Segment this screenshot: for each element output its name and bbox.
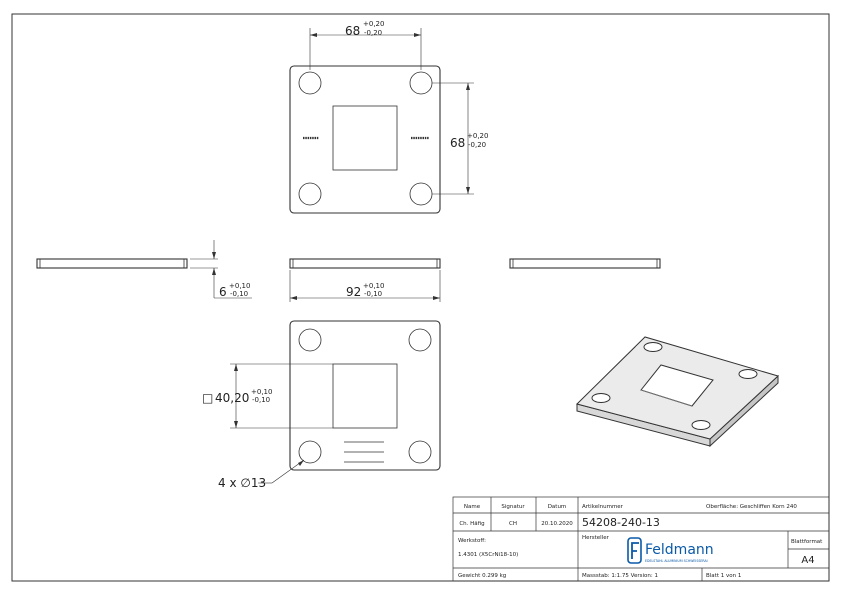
hole xyxy=(298,328,322,352)
drawn-date: 20.10.2020 xyxy=(541,521,573,527)
dim-width-tol-plus: +0,20 xyxy=(363,20,384,28)
hole xyxy=(408,440,432,464)
plate-side-left xyxy=(36,258,188,269)
drawn-by-name: Ch. Häfig xyxy=(459,521,484,527)
side-views: 6 +0,10 -0,10 92 +0,10 -0,10 xyxy=(36,240,661,302)
sheet-border xyxy=(11,13,830,582)
title-block-frame xyxy=(452,496,830,582)
dim-length-tol-minus: -0,10 xyxy=(364,290,382,298)
hole xyxy=(298,182,322,206)
sheet-number: Blatt 1 von 1 xyxy=(706,573,741,579)
article-number: 54208-240-13 xyxy=(582,516,660,529)
plate-outline-top xyxy=(289,65,441,214)
title-block: Name Signatur Datum Ch. Häfig CH 20.10.2… xyxy=(452,496,830,582)
material-label: Werkstoff: xyxy=(458,538,486,544)
square-cutout xyxy=(332,105,398,171)
arrow-head xyxy=(310,33,317,37)
plate-side-right xyxy=(509,258,661,269)
dim-thickness-tol-minus: -0,10 xyxy=(230,290,248,298)
dim-thickness-tol-plus: +0,10 xyxy=(229,282,250,290)
dim-height-value: 68 xyxy=(450,136,465,150)
iso-hole xyxy=(643,342,663,352)
iso-cutout-edge xyxy=(640,389,693,407)
square-cutout xyxy=(332,363,398,429)
iso-hole xyxy=(738,369,758,379)
arrow-head xyxy=(433,296,440,300)
arrow-head xyxy=(290,296,297,300)
logo-f-icon xyxy=(631,542,639,559)
arrow-head xyxy=(414,33,421,37)
surface-finish: Oberfläche: Geschliffen Korn 240 xyxy=(706,504,797,510)
arrow-head xyxy=(212,252,216,259)
article-number-label: Artikelnummer xyxy=(582,504,624,510)
iso-hole xyxy=(691,420,711,430)
arrow-head xyxy=(298,460,304,466)
header-signature: Signatur xyxy=(501,504,525,510)
dim-square-value: 40,20 xyxy=(215,391,249,405)
hole-callout: 4 x ∅13 xyxy=(218,476,266,490)
header-name: Name xyxy=(464,504,481,510)
hole xyxy=(408,328,432,352)
top-view: 68 +0,20 -0,20 68 +0,20 -0,20 xyxy=(289,20,488,214)
sheet-format: A4 xyxy=(801,555,814,566)
arrow-head xyxy=(234,421,238,428)
arrow-head xyxy=(466,83,470,90)
scale-version: Massstab: 1:1.75 Version: 1 xyxy=(582,573,658,579)
brand-name: Feldmann xyxy=(645,542,714,558)
brand-tagline: EDELSTAHL ALUMINIUM SCHWEISSERAI xyxy=(645,559,708,563)
hole xyxy=(298,440,322,464)
dim-square-tol-plus: +0,10 xyxy=(251,388,272,396)
dim-length-tol-plus: +0,10 xyxy=(363,282,384,290)
dim-square-symbol: □ xyxy=(202,391,213,405)
plate-outline-bottom xyxy=(289,320,441,471)
iso-hole xyxy=(591,393,611,403)
dim-width-value: 68 xyxy=(345,24,360,38)
weight: Gewicht 0.299 kg xyxy=(458,573,506,579)
logo-mark-icon xyxy=(627,537,642,564)
plate-side-center xyxy=(289,258,441,269)
header-date: Datum xyxy=(548,504,567,510)
isometric-view xyxy=(576,336,779,448)
material-value: 1.4301 (X5CrNi18-10) xyxy=(458,552,518,558)
sheet-format-label: Blattformat xyxy=(791,539,823,545)
bottom-view: □ 40,20 +0,10 -0,10 4 x ∅13 xyxy=(202,320,441,490)
dim-length-value: 92 xyxy=(346,285,361,299)
manufacturer-label: Hersteller xyxy=(582,535,610,541)
dim-height-tol-plus: +0,20 xyxy=(467,132,488,140)
dim-square-tol-minus: -0,10 xyxy=(252,396,270,404)
dim-width-tol-minus: -0,20 xyxy=(364,29,382,37)
dim-thickness-value: 6 xyxy=(219,285,227,299)
arrow-head xyxy=(466,187,470,194)
arrow-head xyxy=(234,364,238,371)
drawn-by-signature: CH xyxy=(509,521,517,527)
feldmann-logo: Feldmann EDELSTAHL ALUMINIUM SCHWEISSERA… xyxy=(627,537,714,564)
hole xyxy=(298,71,322,95)
arrow-head xyxy=(212,268,216,275)
dim-height-tol-minus: -0,20 xyxy=(468,141,486,149)
